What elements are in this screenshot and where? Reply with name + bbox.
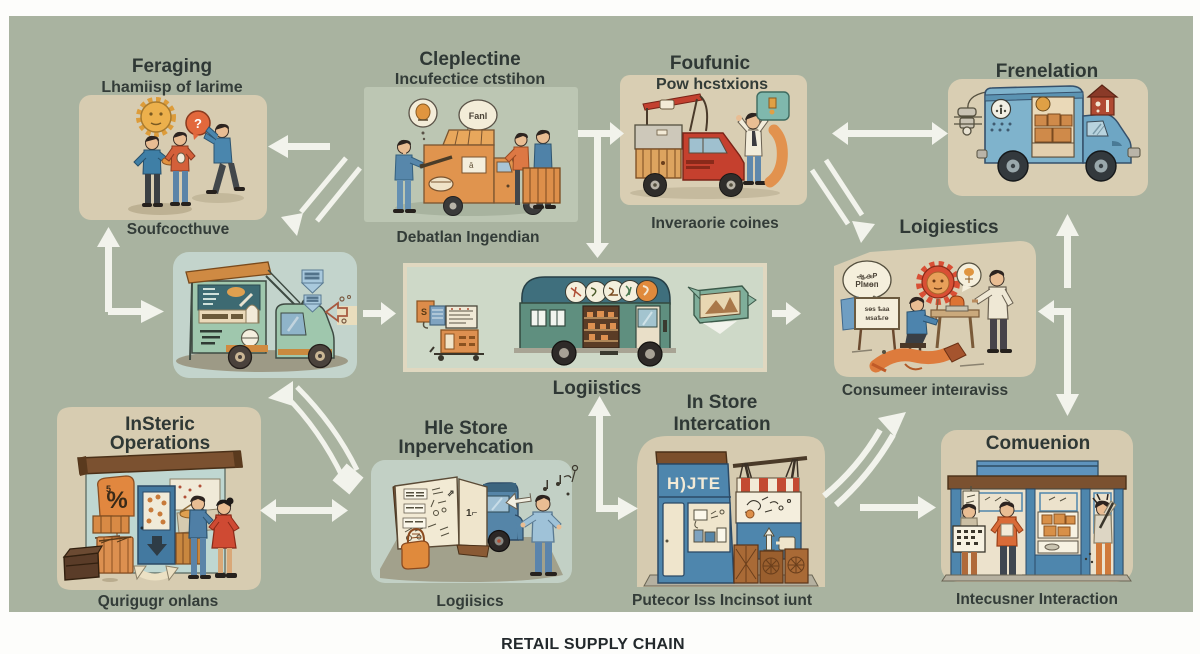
svg-text:Putecor Іss Incіnsot iunt: Putecor Іss Incіnsot iunt xyxy=(632,592,812,609)
svg-text:Consumeer inteıravіss: Consumeer inteıravіss xyxy=(842,382,1008,399)
svg-text:1⌐: 1⌐ xyxy=(466,508,478,519)
svg-text:Lhamiisp of larime: Lhamiisp of larime xyxy=(101,79,242,96)
svg-text:Pow hcstxions: Pow hcstxions xyxy=(656,76,768,93)
svg-text:Loigiestics: Loigiestics xyxy=(899,217,998,238)
svg-text:ஆ௮P: ஆ௮P xyxy=(857,273,878,280)
svg-text:ѕѳѕ ѣаа: ѕѳѕ ѣаа xyxy=(865,305,890,313)
svg-text:Frenelation: Frenelation xyxy=(996,61,1098,82)
svg-text:Fanl: Fanl xyxy=(469,111,488,121)
svg-text:Н)ЈТЕ: Н)ЈТЕ xyxy=(667,474,721,493)
svg-text:Comuenion: Comuenion xyxy=(986,433,1091,454)
svg-text:Hle Store: Hle Store xyxy=(424,418,507,439)
svg-text:Operations: Operations xyxy=(110,433,210,454)
svg-text:Soufcocthuve: Soufcocthuve xyxy=(127,221,230,238)
svg-text:Inveraorie coines: Inveraorie coines xyxy=(651,215,779,232)
svg-text:RETAIL SUPPLY CHAIN: RETAIL SUPPLY CHAIN xyxy=(501,636,685,653)
svg-text:ā: ā xyxy=(469,161,474,170)
svg-text:Feraging: Feraging xyxy=(132,56,212,77)
svg-text:Logiіsics: Logiіsics xyxy=(436,593,503,610)
svg-text:S: S xyxy=(421,307,427,317)
svg-text:InSteric: InSteric xyxy=(125,414,195,435)
svg-text:Debatlan Ingendіan: Debatlan Ingendіan xyxy=(397,229,540,246)
svg-text:Intercation: Intercation xyxy=(673,414,770,435)
svg-text:Logiistics: Logiistics xyxy=(553,378,642,399)
svg-text:5: 5 xyxy=(106,484,111,494)
svg-text:мѕаѣгѳ: мѕаѣгѳ xyxy=(865,314,888,322)
svg-text:In Store: In Store xyxy=(687,392,758,413)
svg-text:Incufectice ctstihon: Incufectice ctstihon xyxy=(395,71,545,88)
svg-text:Intecusner Interaction: Intecusner Interaction xyxy=(956,591,1118,608)
svg-text:Cleplectine: Cleplectine xyxy=(419,49,520,70)
svg-text:Inpervehcation: Inpervehcation xyxy=(398,437,533,458)
svg-text:РІмѳп: РІмѳп xyxy=(855,280,878,289)
svg-text:⇗: ⇗ xyxy=(447,488,455,498)
svg-text:Foufunic: Foufunic xyxy=(670,53,751,74)
svg-text:%: % xyxy=(106,487,127,514)
svg-text:?: ? xyxy=(194,116,202,131)
svg-text:Qurigugr onlans: Qurigugr onlans xyxy=(98,593,219,610)
